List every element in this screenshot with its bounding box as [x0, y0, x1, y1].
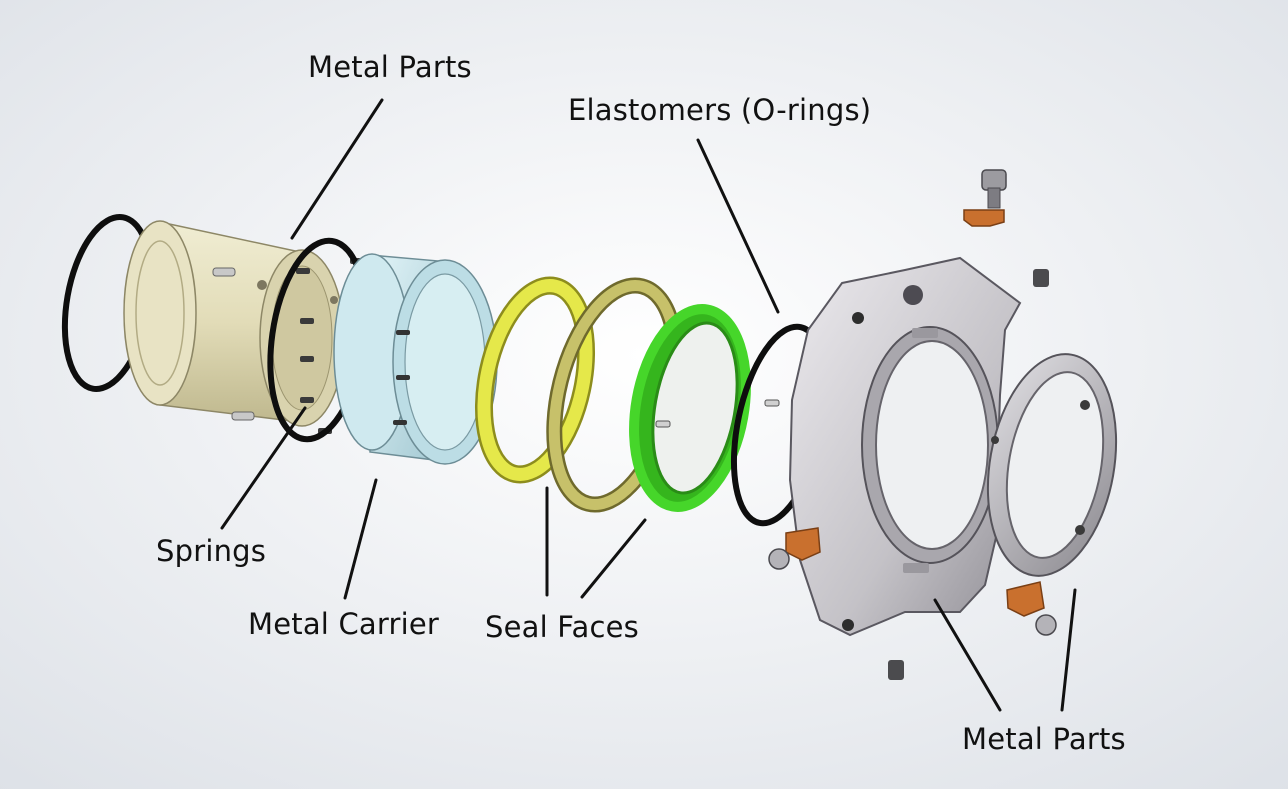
collar-ring-metal-part — [986, 353, 1118, 577]
clip-left — [785, 527, 821, 561]
label-elastomers: Elastomers (O-rings) — [568, 93, 872, 127]
clip-bottom-right — [1006, 581, 1045, 617]
label-springs: Springs — [156, 534, 267, 568]
cap-screw-left — [768, 548, 790, 570]
set-screw-bottom — [888, 660, 904, 680]
gland-metal-part — [788, 256, 1022, 637]
clip-top — [963, 209, 1005, 227]
metal-carrier — [333, 253, 498, 465]
label-metal-carrier: Metal Carrier — [248, 607, 440, 641]
leader-metal-parts-bottom-1 — [933, 598, 1002, 712]
pin — [764, 399, 780, 407]
leader-metal-carrier — [343, 478, 378, 600]
set-screw-right — [1033, 269, 1049, 287]
cap-screw-bottom-right — [1035, 614, 1057, 636]
leader-metal-parts-top — [290, 98, 384, 240]
label-seal-faces: Seal Faces — [485, 610, 639, 644]
leader-metal-parts-bottom-2 — [1060, 588, 1077, 712]
leader-seal-faces-2 — [580, 518, 647, 599]
cap-screw-top — [981, 169, 1007, 209]
leader-springs — [220, 406, 307, 530]
label-metal-parts-top: Metal Parts — [308, 50, 472, 84]
seal-face-green — [629, 304, 751, 512]
label-metal-parts-bottom: Metal Parts — [962, 722, 1126, 756]
seal-face-yellow — [474, 276, 596, 484]
leader-elastomers — [696, 138, 780, 314]
